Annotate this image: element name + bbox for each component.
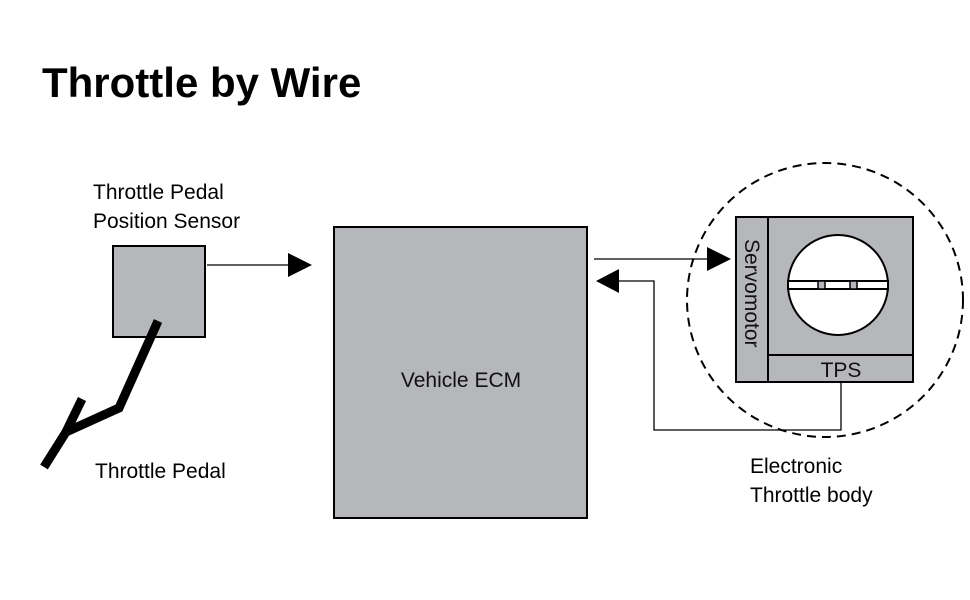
vehicle-ecm-block	[333, 226, 588, 519]
vehicle-ecm-label: Vehicle ECM	[401, 369, 521, 392]
throttle-pedal-arm	[40, 319, 163, 470]
arrowhead-right-icon	[707, 247, 731, 271]
throttle-body-label-line2: Throttle body	[750, 484, 873, 507]
pedal-sensor-label-line1: Throttle Pedal	[93, 181, 224, 204]
servomotor-label: Servomotor	[740, 239, 763, 348]
throttle-pedal-foot	[61, 397, 87, 434]
edge-sensor-to-ecm	[207, 253, 312, 277]
wire-tps-to-ecm	[617, 280, 842, 431]
throttle-pedal-label: Throttle Pedal	[95, 460, 226, 483]
arrowhead-right-icon	[288, 253, 312, 277]
arrowhead-left-icon	[596, 269, 619, 293]
edge-ecm-to-servomotor	[594, 247, 731, 271]
pedal-sensor-label-line2: Position Sensor	[93, 210, 240, 233]
throttle-body-assembly: Servomotor TPS	[735, 216, 914, 383]
shaft-nub-right-icon	[849, 280, 858, 290]
throttle-plate-icon	[787, 280, 889, 290]
shaft-nub-left-icon	[817, 280, 826, 290]
edge-tps-to-ecm	[596, 269, 842, 431]
page-title: Throttle by Wire	[42, 59, 361, 106]
throttle-body-label-line1: Electronic	[750, 455, 842, 478]
throttle-body-boundary	[686, 162, 964, 438]
tps-label: TPS	[821, 359, 862, 382]
